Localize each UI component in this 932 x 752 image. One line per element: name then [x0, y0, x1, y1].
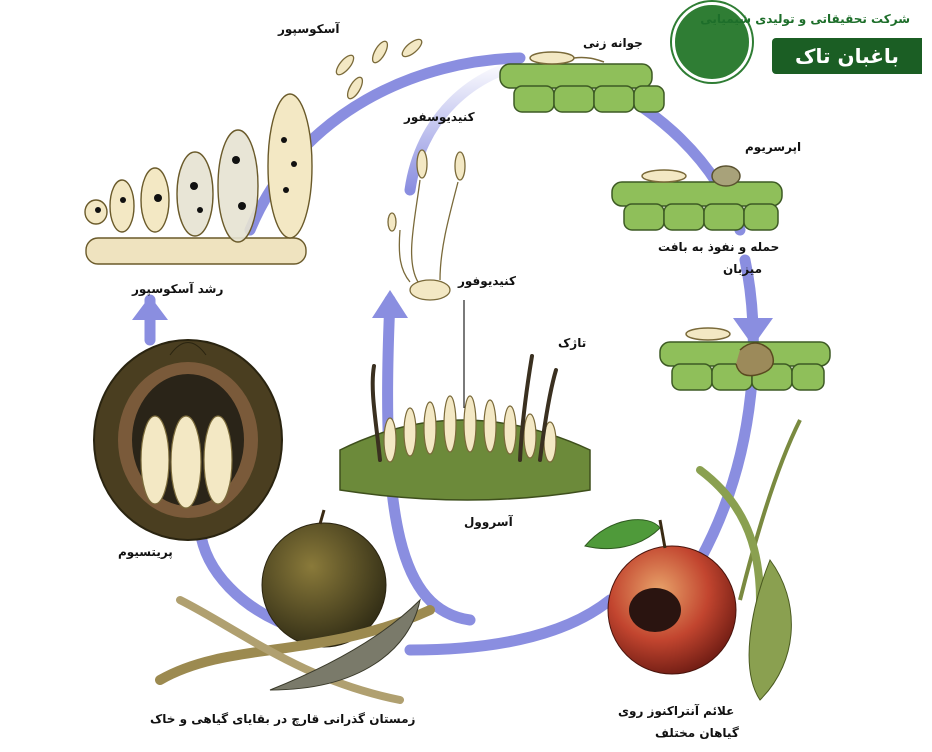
- label-penetration-2: میزبان: [723, 262, 763, 276]
- label-germ-tube: جوانه زنی: [583, 36, 643, 50]
- label-ascospore-growth: رشد آسکوسپور: [132, 282, 224, 296]
- acervulus: [339, 300, 591, 501]
- label-symptoms-1: علائم آنتراکنوز روی: [618, 704, 735, 718]
- arrowhead-to-penetration: [733, 318, 773, 346]
- label-overwintering: زمستان گذرانی قارچ در بقایای گیاهی و خاک: [150, 712, 416, 726]
- symptom-plants: [584, 419, 802, 701]
- brand-name: باغبان تاک: [772, 38, 922, 74]
- conidiospores: [387, 149, 466, 301]
- leaf-tissue-infection: [659, 327, 831, 391]
- arrowhead-to-conidiophore: [372, 290, 408, 318]
- label-acervulus: آسروول: [464, 515, 513, 529]
- label-ascospore: آسکوسپور: [278, 22, 340, 36]
- label-conidiophore: کنیدیوفور: [458, 274, 517, 288]
- label-seta: تاژک: [558, 336, 587, 350]
- perithecium: [93, 339, 283, 541]
- company-logo: شرکت تحقیقاتی و تولیدی شیمیایی باغبان تا…: [668, 0, 932, 82]
- label-appressorium: اپرسریوم: [745, 140, 802, 154]
- grape-cluster-icon: [672, 2, 752, 82]
- leaf-tissue-germination: [499, 51, 665, 113]
- arrowhead-to-growth: [132, 296, 168, 320]
- overwintering-debris: [155, 509, 435, 704]
- ascus-growth: [84, 93, 313, 265]
- label-perithecium: پریتسیوم: [118, 545, 173, 559]
- label-penetration-1: حمله و نفوذ به بافت: [658, 240, 780, 254]
- ascospores-flying: [335, 38, 423, 100]
- leaf-tissue-appressorium: [611, 165, 783, 231]
- label-symptoms-2: گیاهان مختلف: [655, 726, 739, 740]
- label-conidiospore: کنیدیوسفور: [404, 110, 475, 124]
- company-name: شرکت تحقیقاتی و تولیدی شیمیایی: [700, 12, 910, 26]
